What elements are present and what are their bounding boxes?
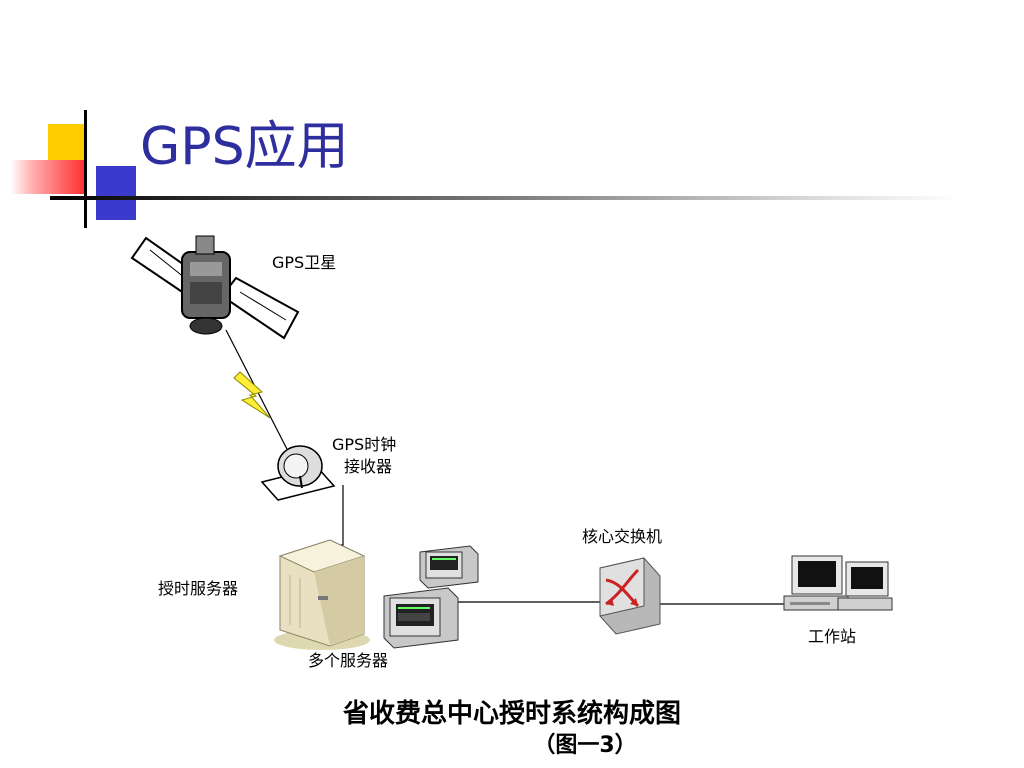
label-workstation: 工作站: [808, 627, 857, 646]
gps-receiver-icon: [260, 445, 336, 501]
label-time-server: 授时服务器: [158, 579, 239, 598]
workstation-icon: [783, 555, 893, 611]
diagram-caption-figure-number: （图一3）: [533, 733, 637, 758]
core-switch-icon: [599, 557, 661, 635]
server-icon-1: [419, 545, 479, 589]
receiver-to-server-line: [330, 485, 344, 546]
time-server-icon: [274, 539, 370, 650]
server-icon-2: [383, 587, 459, 649]
slide-title: GPS应用: [140, 117, 349, 177]
label-gps-satellite: GPS卫星: [272, 253, 337, 272]
label-gps-receiver-line1: GPS时钟: [332, 435, 397, 454]
label-gps-receiver-line2: 接收器: [344, 457, 393, 476]
satellite-icon: [130, 235, 300, 340]
label-servers: 多个服务器: [308, 651, 389, 670]
diagram-caption: 省收费总中心授时系统构成图: [342, 699, 681, 729]
signal-lightning-icon: [233, 371, 271, 419]
label-core-switch: 核心交换机: [582, 527, 663, 546]
